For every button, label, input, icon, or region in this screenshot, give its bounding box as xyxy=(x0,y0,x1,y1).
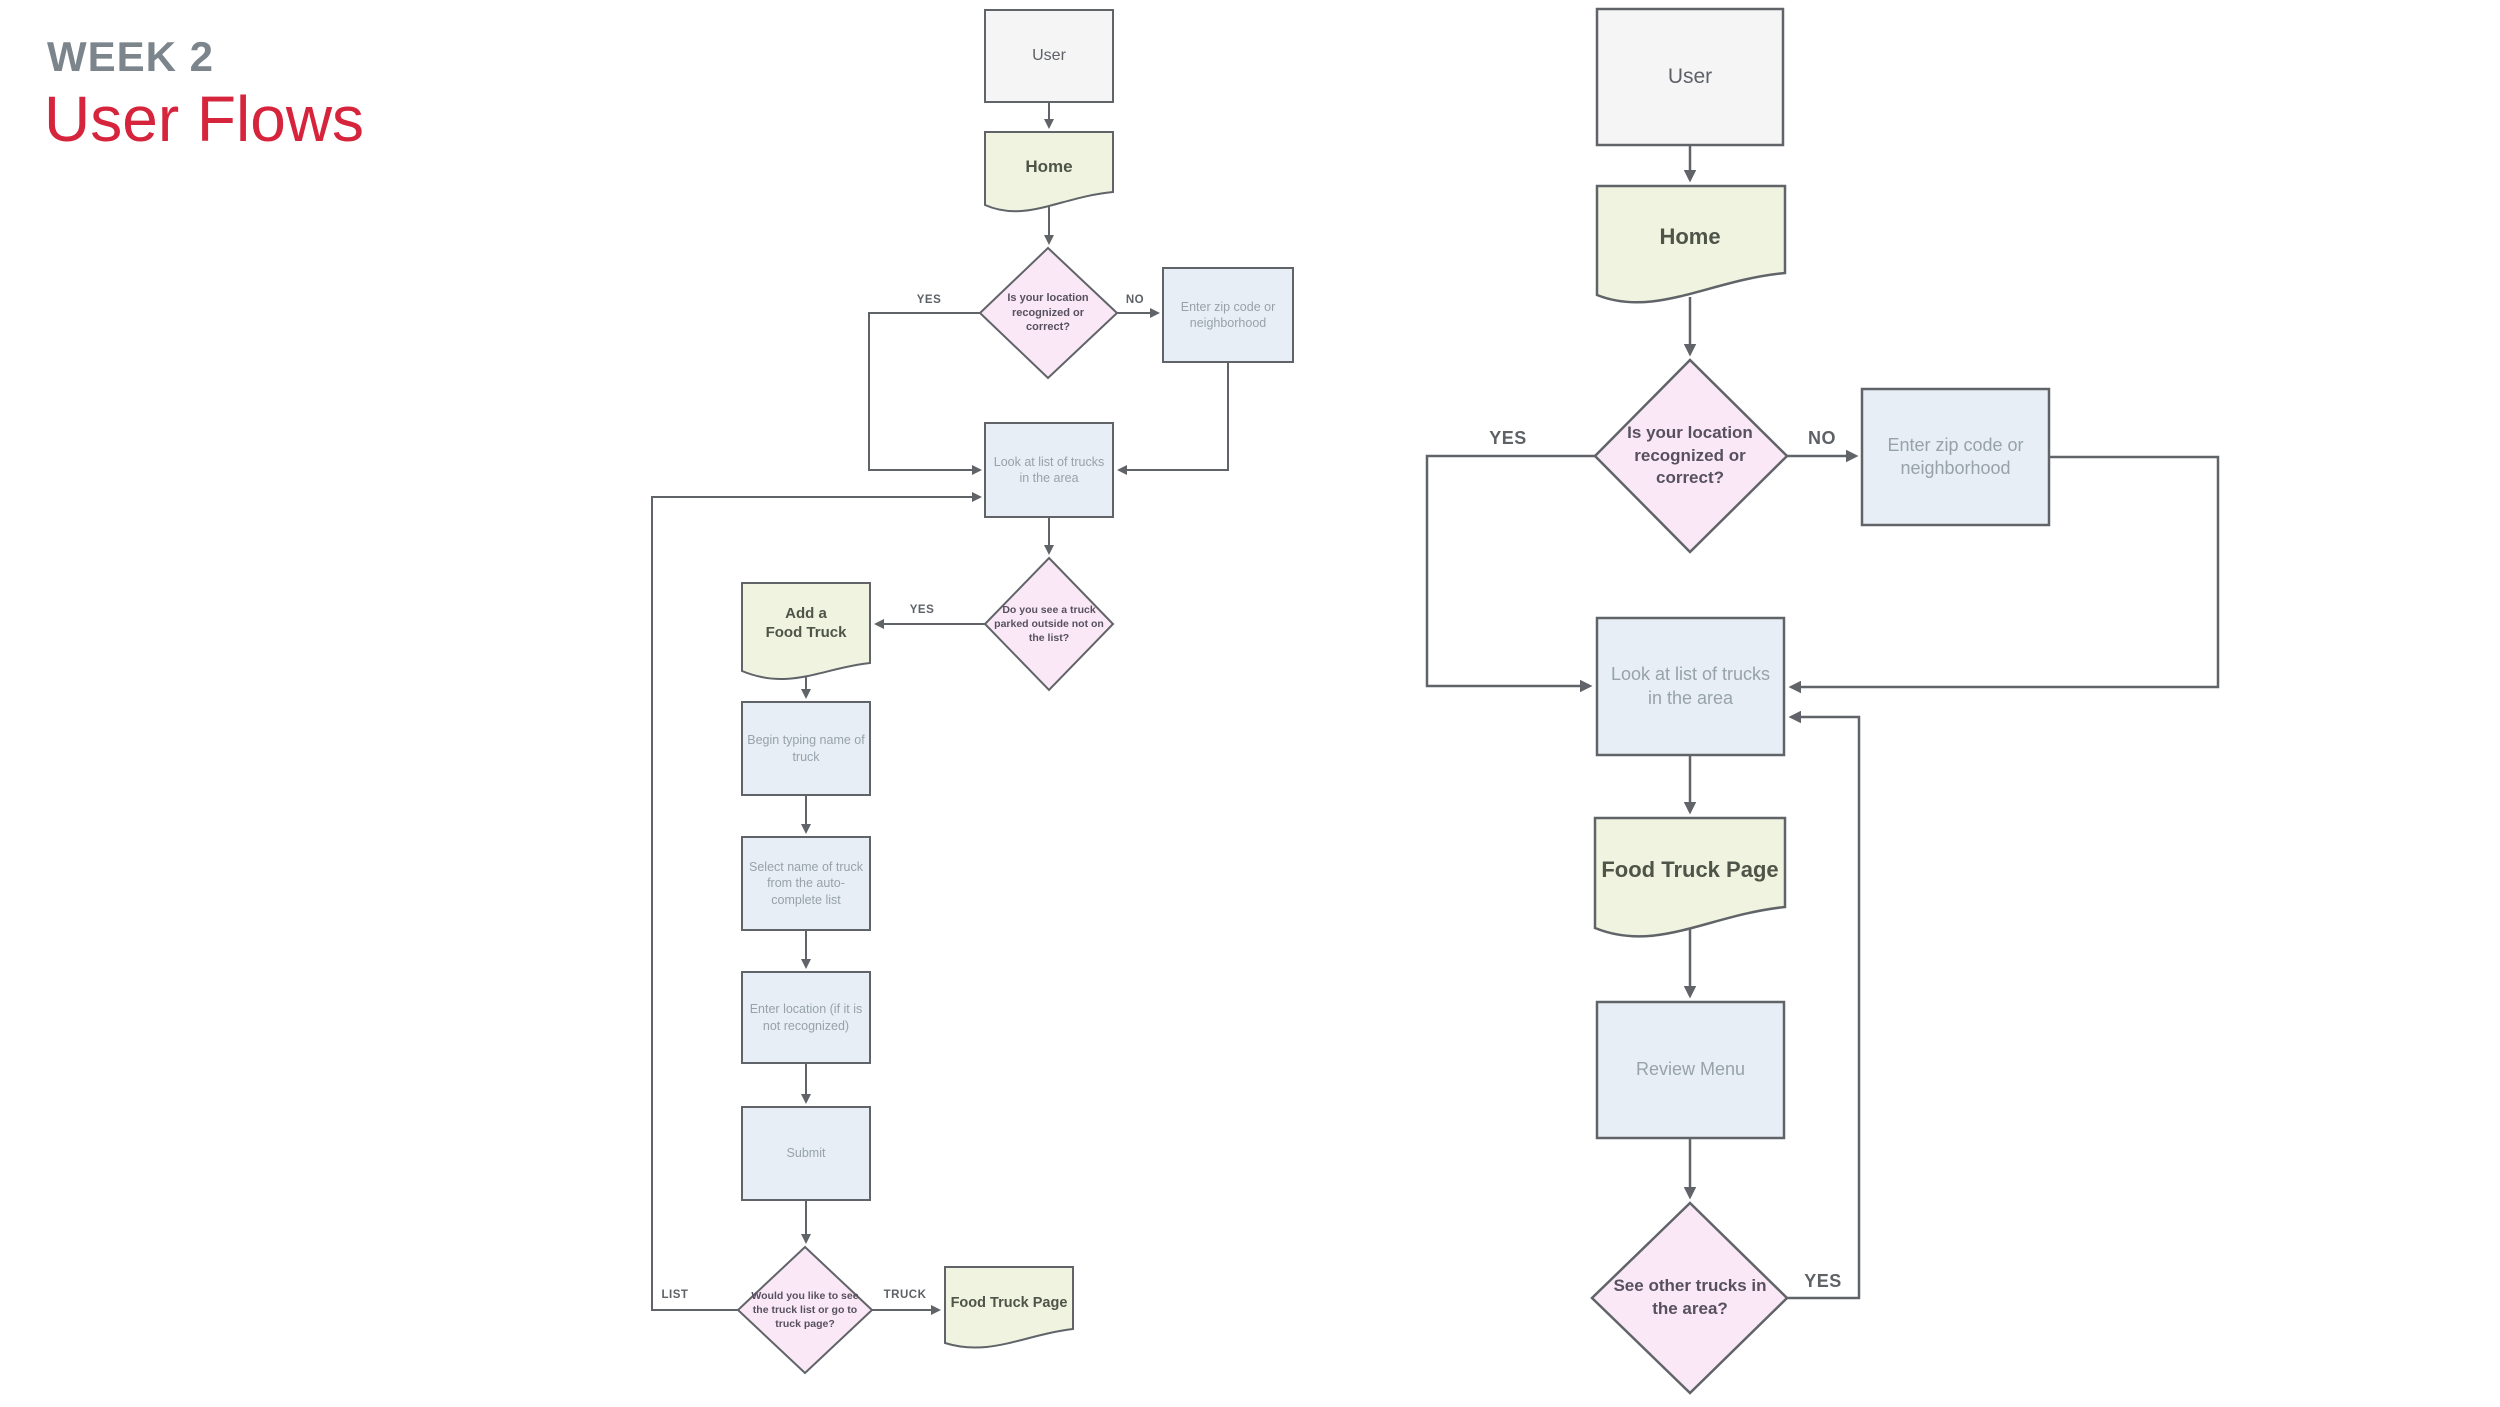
week-label: WEEK 2 xyxy=(47,33,215,80)
right-flow-nodes xyxy=(1590,7,2051,1395)
lf-home-document xyxy=(984,131,1114,213)
connector-zip-return xyxy=(1117,362,1229,475)
lf-enter-location-box xyxy=(741,971,871,1064)
rf-zip-box xyxy=(1860,387,2051,527)
connector-zip-return xyxy=(1788,455,2220,694)
right-flow-connectors xyxy=(1425,145,2220,1300)
rf-food-truck-page-document xyxy=(1593,816,1787,938)
lf-zip-box xyxy=(1162,267,1294,363)
connector-yes-loop xyxy=(1425,454,1595,693)
connector-yes-loop xyxy=(868,312,982,475)
rf-location-diamond xyxy=(1593,358,1789,554)
lf-add-truck-document xyxy=(741,582,871,680)
page-title: User Flows xyxy=(44,83,365,155)
connector-yes-loop2 xyxy=(1787,710,1861,1300)
connector-list-loop xyxy=(651,492,982,1311)
rf-other-trucks-diamond xyxy=(1590,1201,1789,1395)
lf-user-box xyxy=(984,9,1114,103)
lf-begin-typing-box xyxy=(741,701,871,796)
lf-look-box xyxy=(984,422,1114,518)
rf-user-box xyxy=(1595,7,1785,147)
lf-list-or-page-diamond xyxy=(736,1245,874,1375)
rf-look-box xyxy=(1595,616,1786,757)
left-flow-nodes xyxy=(736,9,1294,1375)
lf-location-diamond xyxy=(978,246,1119,380)
left-flow-connectors xyxy=(651,102,1229,1315)
lf-food-truck-page-document xyxy=(944,1266,1074,1349)
lf-truck-outside-diamond xyxy=(983,556,1115,692)
lf-submit-box xyxy=(741,1106,871,1201)
rf-review-menu-box xyxy=(1595,1000,1786,1140)
lf-select-name-box xyxy=(741,836,871,931)
rf-home-document xyxy=(1595,184,1787,304)
